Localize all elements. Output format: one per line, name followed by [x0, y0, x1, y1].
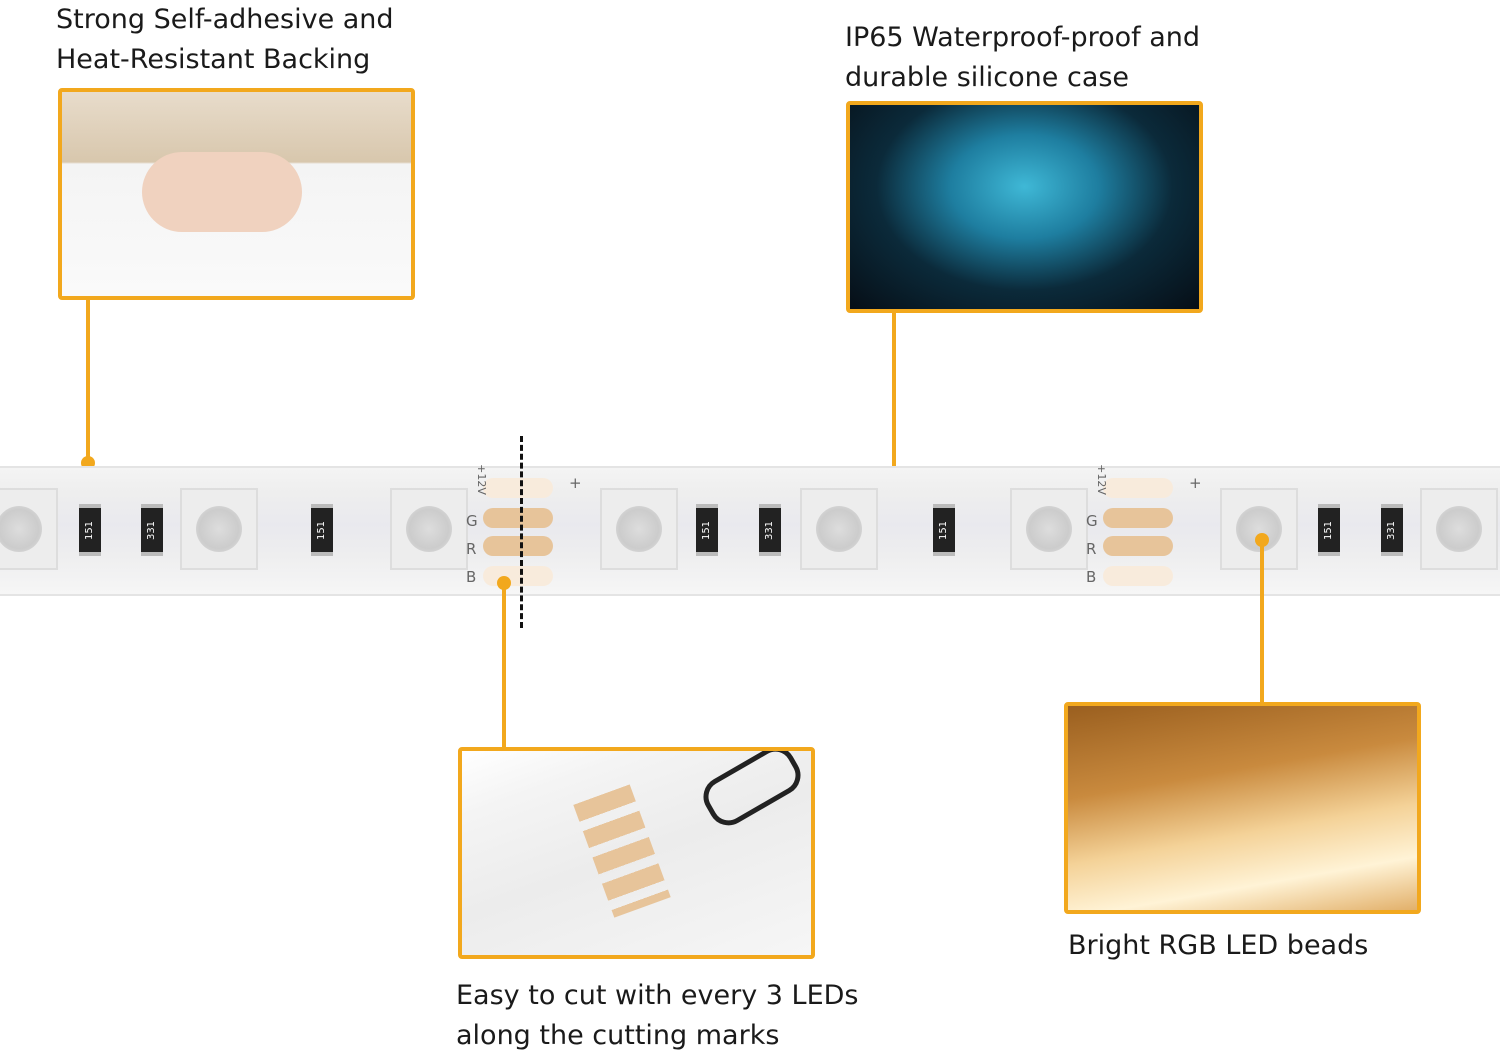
pad-label-r: R	[466, 540, 477, 558]
resistor: 331	[1381, 504, 1403, 556]
resistor-label: 331	[146, 520, 158, 540]
led-bead	[1420, 488, 1498, 570]
scissors-icon	[696, 751, 808, 833]
pad-label-b: B	[1086, 568, 1097, 586]
resistor-label: 151	[316, 520, 328, 540]
connector-line	[892, 313, 896, 475]
adhesive-photo	[58, 88, 415, 300]
resistor-label: 151	[938, 520, 950, 540]
resistor: 151	[933, 504, 955, 556]
resistor: 151	[79, 504, 101, 556]
resistor: 331	[141, 504, 163, 556]
solder-pad	[483, 536, 553, 556]
caption-bright: Bright RGB LED beads	[1068, 926, 1368, 966]
resistor-label: 151	[1323, 520, 1335, 540]
led-bead	[1220, 488, 1298, 570]
bright-led-photo	[1064, 702, 1421, 914]
led-bead	[1010, 488, 1088, 570]
resistor-label: 331	[764, 520, 776, 540]
caption-waterproof: IP65 Waterproof-proof and durable silicon…	[845, 18, 1200, 98]
led-bead	[180, 488, 258, 570]
caption-cut: Easy to cut with every 3 LEDs along the c…	[456, 976, 859, 1056]
pad-label-plus: +	[1189, 474, 1202, 492]
caption-line: Bright RGB LED beads	[1068, 930, 1369, 961]
cutting-photo	[458, 747, 815, 959]
waterproof-photo	[846, 101, 1203, 313]
pads-image	[573, 784, 671, 918]
cut-mark-line	[520, 436, 523, 628]
led-bead	[600, 488, 678, 570]
pad-label-plus12v: +12V	[1094, 464, 1108, 495]
solder-pad	[1103, 566, 1173, 586]
led-bead	[800, 488, 878, 570]
resistor: 151	[696, 504, 718, 556]
resistor: 151	[311, 504, 333, 556]
connector-line	[502, 585, 506, 748]
solder-pad	[1103, 478, 1173, 498]
hand-image	[142, 152, 302, 232]
resistor: 331	[759, 504, 781, 556]
solder-pad	[483, 478, 553, 498]
connector-line	[86, 300, 90, 460]
caption-line: Heat-Resistant Backing	[56, 44, 371, 75]
solder-pad	[1103, 508, 1173, 528]
caption-line: Easy to cut with every 3 LEDs	[456, 980, 859, 1011]
resistor-label: 151	[701, 520, 713, 540]
caption-line: IP65 Waterproof-proof and	[845, 22, 1201, 53]
caption-line: along the cutting marks	[456, 1020, 780, 1051]
caption-line: Strong Self-adhesive and	[56, 4, 394, 35]
caption-line: durable silicone case	[845, 62, 1130, 93]
pad-label-plus: +	[569, 474, 582, 492]
solder-pad	[1103, 536, 1173, 556]
solder-pad	[483, 508, 553, 528]
pad-label-r: R	[1086, 540, 1097, 558]
resistor-label: 151	[84, 520, 96, 540]
pad-label-g: G	[466, 512, 478, 530]
connector-dot	[497, 576, 511, 590]
led-bead	[390, 488, 468, 570]
connector-line	[1260, 540, 1264, 703]
resistor: 151	[1318, 504, 1340, 556]
pad-label-plus12v: +12V	[474, 464, 488, 495]
led-bead	[0, 488, 58, 570]
pad-label-b: B	[466, 568, 477, 586]
solder-pad	[483, 566, 553, 586]
resistor-label: 331	[1386, 520, 1398, 540]
pad-label-g: G	[1086, 512, 1098, 530]
